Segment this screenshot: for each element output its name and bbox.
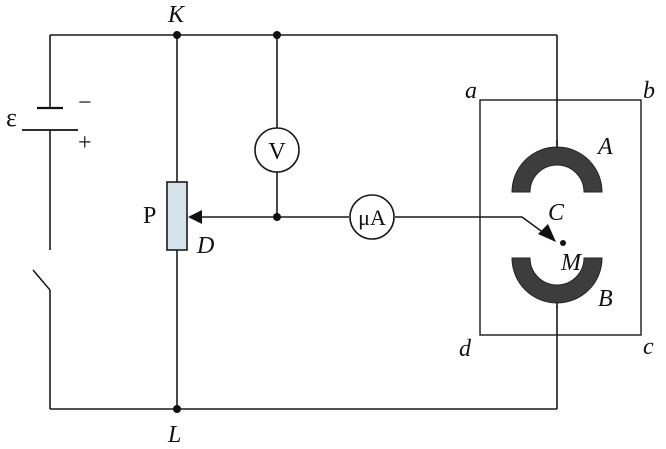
c-arrow bbox=[538, 224, 556, 242]
point-m-dot bbox=[560, 240, 566, 246]
label-microammeter: μA bbox=[358, 205, 386, 230]
label-emf: ε bbox=[6, 103, 17, 132]
electrode-b bbox=[511, 257, 603, 304]
switch-lever bbox=[32, 269, 51, 291]
label-l: L bbox=[167, 422, 181, 448]
circuit-wires bbox=[49, 34, 558, 410]
label-rheostat-p: P bbox=[143, 203, 156, 229]
vacuum-tube-box bbox=[479, 99, 642, 336]
switch bbox=[32, 269, 51, 291]
label-electrode-b: B bbox=[598, 286, 613, 312]
label-point-m: M bbox=[560, 250, 583, 276]
junction-k bbox=[173, 31, 181, 39]
ammeter-to-c-wire bbox=[395, 216, 549, 237]
label-point-c: C bbox=[548, 200, 565, 226]
slider-arrow bbox=[188, 210, 202, 224]
microammeter-symbol bbox=[349, 194, 395, 240]
label-minus: − bbox=[78, 90, 92, 116]
junction-slider-voltmeter bbox=[273, 213, 281, 221]
label-b-corner: b bbox=[643, 78, 655, 104]
junction-l bbox=[173, 405, 181, 413]
electrode-a bbox=[511, 146, 603, 193]
label-a-corner: a bbox=[465, 78, 477, 104]
label-d-corner: d bbox=[459, 336, 472, 362]
label-voltmeter: V bbox=[268, 139, 286, 165]
label-c-corner: c bbox=[643, 334, 654, 360]
label-slider-d: D bbox=[196, 233, 214, 259]
label-plus: + bbox=[78, 130, 92, 156]
battery bbox=[22, 106, 78, 131]
rheostat-body bbox=[166, 181, 188, 251]
voltmeter-symbol bbox=[254, 127, 300, 173]
label-k: K bbox=[167, 2, 186, 28]
junction-top-voltmeter bbox=[273, 31, 281, 39]
label-electrode-a: A bbox=[596, 134, 613, 160]
